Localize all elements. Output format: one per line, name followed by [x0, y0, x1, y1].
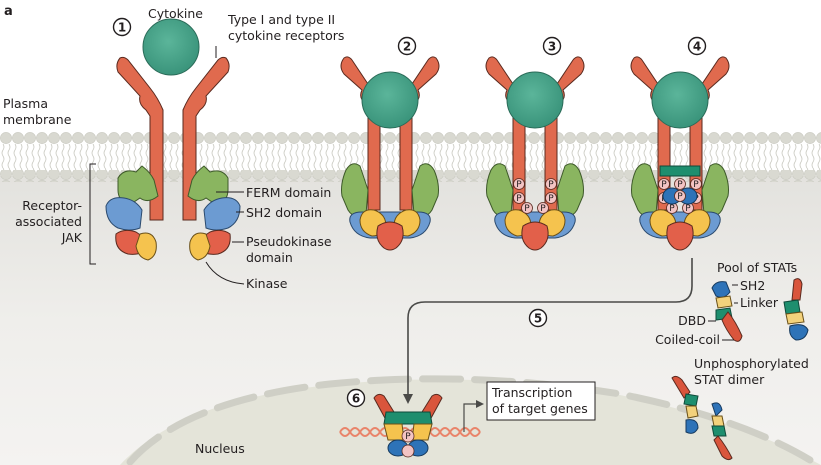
- receptors-label-line1: Type I and type II: [227, 12, 335, 27]
- receptors-label-line2: cytokine receptors: [228, 28, 344, 43]
- cytokine-ligand: [506, 71, 564, 129]
- jak-label-line3: JAK: [61, 230, 83, 245]
- cytokine-ligand: [651, 71, 709, 129]
- pseudokinase-label-line2: domain: [246, 250, 293, 265]
- svg-text:P: P: [524, 204, 530, 214]
- phosphate-group: P: [690, 178, 702, 190]
- svg-text:P: P: [693, 180, 699, 190]
- svg-text:P: P: [677, 192, 683, 202]
- phosphate-group: P: [545, 178, 557, 190]
- svg-text:P: P: [516, 194, 522, 204]
- step-1-marker: 1: [112, 17, 132, 37]
- stat-sh2-label: SH2: [740, 278, 765, 293]
- svg-text:of target genes: of target genes: [492, 401, 588, 416]
- pseudokinase-label-line1: Pseudokinase: [246, 234, 332, 249]
- jak-left: [105, 165, 159, 261]
- step-4-marker: 4: [687, 36, 707, 56]
- stat-linker-label: Linker: [740, 295, 779, 310]
- svg-text:P: P: [669, 204, 675, 214]
- step-2-marker: 2: [397, 36, 417, 56]
- svg-text:3: 3: [548, 40, 556, 54]
- phosphate-group: P: [513, 178, 525, 190]
- cytokine-ligand: [142, 18, 200, 76]
- jak-right: [187, 165, 241, 261]
- svg-text:P: P: [661, 180, 667, 190]
- svg-text:P: P: [516, 180, 522, 190]
- stat-coiled-coil-label: Coiled-coil: [655, 332, 720, 347]
- step-1: 1: [89, 17, 245, 285]
- stat-monomer-labeled: [711, 281, 743, 342]
- unphosphorylated-label-line1: Unphosphorylated: [694, 356, 809, 371]
- step-6-marker: 6: [346, 388, 366, 408]
- pseudokinase-domain: [666, 221, 694, 251]
- stat-dbd-label: DBD: [678, 313, 706, 328]
- svg-text:4: 4: [693, 40, 701, 54]
- stat-dimer-on-dna: P: [373, 393, 443, 458]
- svg-text:Transcription: Transcription: [491, 385, 572, 400]
- svg-text:6: 6: [352, 392, 360, 406]
- bound-stat-dimer: PP: [659, 165, 701, 205]
- svg-text:P: P: [540, 204, 546, 214]
- pseudokinase-domain: [376, 221, 404, 251]
- phosphate-group: P: [513, 192, 525, 204]
- svg-text:5: 5: [534, 312, 542, 326]
- svg-text:P: P: [677, 180, 683, 190]
- unphosphorylated-stat-dimer: [671, 375, 733, 461]
- cytokine-ligand: [361, 71, 419, 129]
- svg-text:P: P: [548, 180, 554, 190]
- plasma-membrane-label-line2: membrane: [3, 112, 72, 127]
- phosphate-group: P: [521, 202, 533, 214]
- transcription-box: Transcription of target genes: [486, 381, 596, 421]
- phosphate-group: P: [658, 178, 670, 190]
- pseudokinase-domain: [521, 221, 549, 251]
- ferm-domain-label: FERM domain: [246, 185, 331, 200]
- svg-text:2: 2: [403, 40, 411, 54]
- svg-text:1: 1: [118, 21, 126, 35]
- phosphate-group: P: [537, 202, 549, 214]
- nucleus-label: Nucleus: [195, 441, 245, 456]
- unphosphorylated-label-line2: STAT dimer: [694, 372, 765, 387]
- svg-text:P: P: [405, 432, 411, 442]
- cytokine-label: Cytokine: [148, 6, 203, 21]
- step-3-marker: 3: [542, 36, 562, 56]
- jak-label-line2: associated: [15, 214, 82, 229]
- step-5-arrow: [403, 258, 693, 404]
- kinase-label: Kinase: [246, 276, 288, 291]
- step-2-complex: 2: [340, 36, 440, 251]
- phosphate-group: P: [545, 192, 557, 204]
- sh2-domain-label: SH2 domain: [246, 205, 322, 220]
- nucleus: [120, 375, 821, 465]
- jak-label-line1: Receptor-: [22, 198, 82, 213]
- step-4-complex: 4PPPPPPPP: [630, 36, 730, 251]
- svg-text:P: P: [685, 204, 691, 214]
- stat-monomer: [783, 278, 809, 341]
- panel-label: a: [4, 4, 13, 19]
- svg-text:P: P: [548, 194, 554, 204]
- step-5-marker: 5: [528, 308, 548, 328]
- pool-of-stats-label: Pool of STATs: [717, 260, 797, 275]
- plasma-membrane-label-line1: Plasma: [3, 96, 48, 111]
